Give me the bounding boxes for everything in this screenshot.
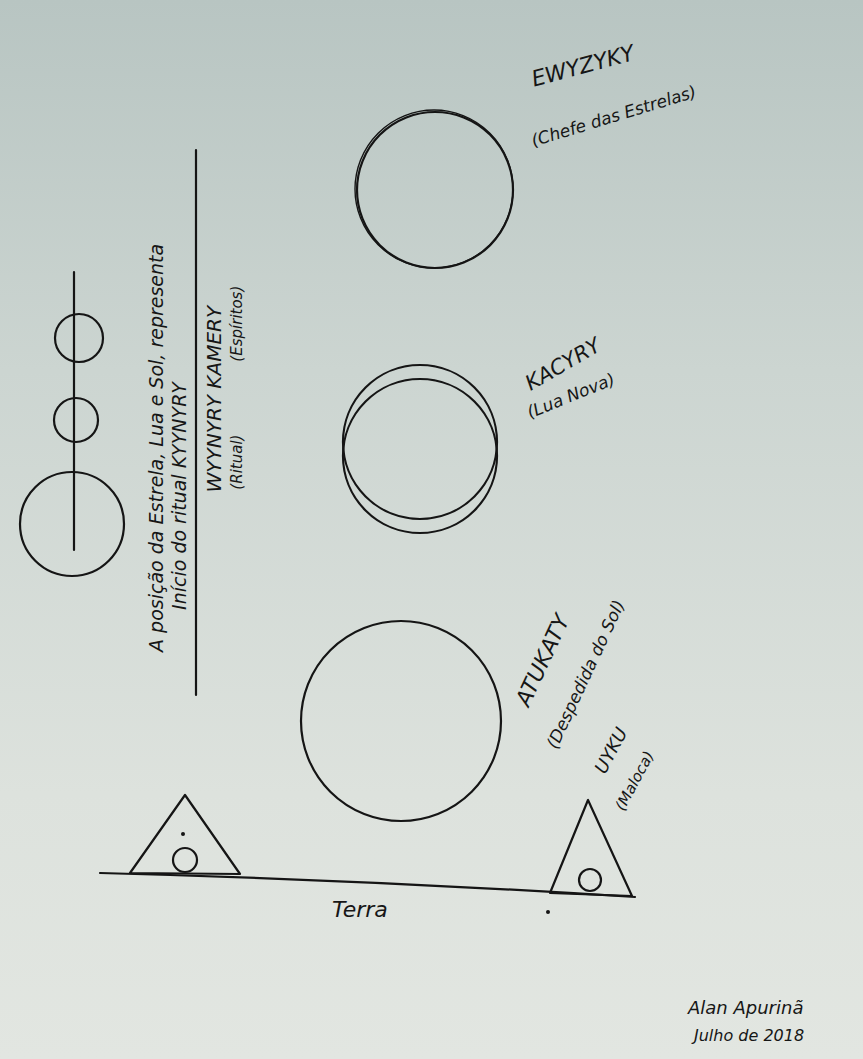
hut-triangle	[130, 795, 240, 874]
star-icon	[55, 314, 103, 362]
celestial-node: ATUKATY(Despedida do Sol)	[298, 618, 504, 824]
celestial-node: KACYRY(Lua Nova)	[340, 362, 500, 536]
node-outline	[353, 108, 517, 272]
node-outline	[298, 618, 504, 824]
celestial-node: EWYZYKY(Chefe das Estrelas)	[353, 108, 517, 272]
node-outline	[548, 798, 636, 898]
node-name: UYKU	[591, 724, 632, 777]
dot	[546, 910, 550, 914]
moon-icon	[54, 398, 98, 442]
node-name: EWYZYKY	[529, 40, 637, 92]
node-translation: (Maloca)	[612, 749, 658, 814]
annotation: Julho de 2018	[694, 1027, 804, 1045]
hut-node: UYKU(Maloca)	[548, 798, 636, 898]
vertical-note: (Ritual)	[229, 435, 246, 490]
vertical-note: WYYNYRY KAMERY	[203, 305, 226, 492]
sun-icon	[20, 472, 124, 576]
node-translation: (Chefe das Estrelas)	[529, 83, 699, 152]
annotation: Alan Apurinã	[688, 998, 803, 1019]
vertical-note: A posição da Estrela, Lua e Sol, represe…	[146, 244, 168, 652]
divider-line	[195, 150, 197, 695]
dot	[181, 832, 185, 836]
annotation: Terra	[332, 897, 388, 922]
vertical-note: (Espíritos)	[229, 286, 246, 362]
hut-door	[173, 848, 197, 872]
vertical-note: Início do ritual KYYNYRY	[169, 382, 191, 610]
node-outline	[340, 362, 500, 536]
